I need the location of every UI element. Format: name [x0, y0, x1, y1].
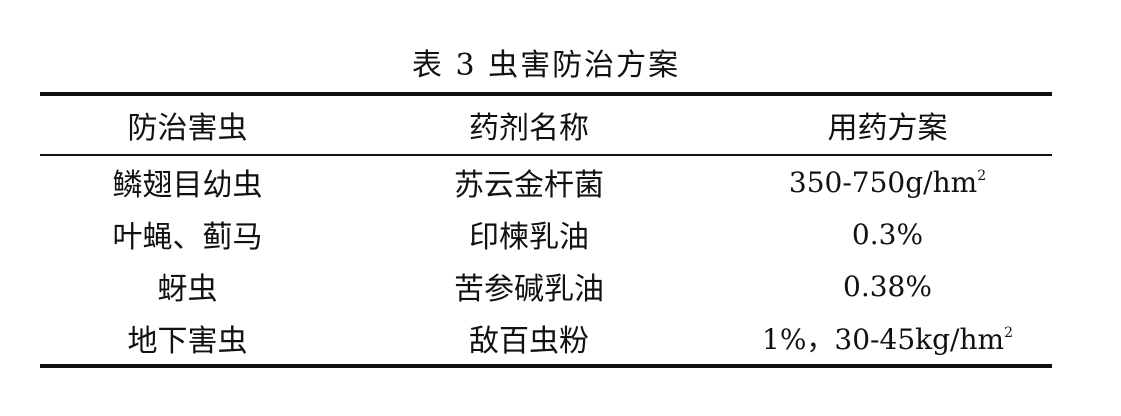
cell-dose: 1%，30-45kg/hm2: [723, 312, 1052, 366]
table-caption: 表 3 虫害防治方案: [411, 48, 681, 83]
dose-text: 1%，30-45kg/hm: [762, 323, 1005, 356]
header-dose: 用药方案: [827, 111, 948, 146]
dose-text: 0.38%: [843, 269, 932, 303]
dose-text: 350-750g/hm: [788, 165, 978, 199]
table-row: 鳞翅目幼虫 苏云金杆菌 350-750g/hm2: [40, 155, 1052, 208]
table-row: 蚜虫 苦参碱乳油 0.38%: [40, 260, 1052, 312]
cell-agent: 苏云金杆菌: [454, 168, 604, 203]
table-row: 叶蝇、蓟马 印楝乳油 0.3%: [40, 208, 1052, 260]
cell-pest: 地下害虫: [127, 324, 248, 359]
header-pest: 防治害虫: [127, 111, 248, 146]
table-header-row: 防治害虫 药剂名称 用药方案: [40, 94, 1052, 155]
cell-dose: 0.3%: [723, 208, 1052, 260]
table-row: 地下害虫 敌百虫粉 1%，30-45kg/hm2: [40, 312, 1052, 366]
cell-dose: 350-750g/hm2: [723, 155, 1052, 208]
cell-dose: 0.38%: [723, 260, 1052, 312]
dose-superscript: 2: [1004, 325, 1013, 341]
cell-pest: 鳞翅目幼虫: [112, 168, 263, 203]
header-agent: 药剂名称: [469, 111, 589, 146]
cell-agent: 苦参碱乳油: [454, 272, 604, 307]
dose-text: 0.3%: [851, 217, 924, 251]
cell-pest: 蚜虫: [157, 272, 218, 307]
cell-agent: 印楝乳油: [469, 220, 589, 255]
dose-superscript: 2: [977, 167, 987, 184]
cell-pest: 叶蝇、蓟马: [112, 220, 263, 255]
cell-agent: 敌百虫粉: [469, 324, 589, 359]
pest-control-table: 防治害虫 药剂名称 用药方案 鳞翅目幼虫 苏云金杆菌 350-750g/hm2 …: [40, 92, 1052, 368]
